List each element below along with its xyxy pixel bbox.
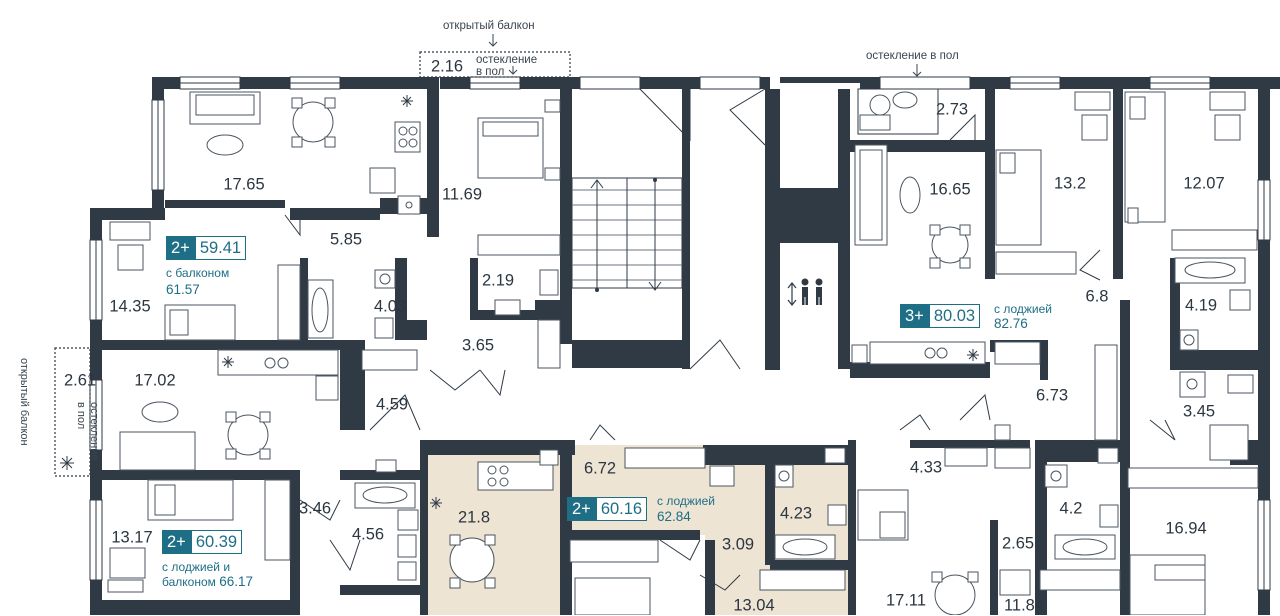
room-area-label: 14.35 (109, 297, 151, 316)
room-area-label: 2.65 (1001, 534, 1035, 553)
windows (89, 76, 1271, 591)
room-area-label: 4.2 (1059, 499, 1083, 518)
room-area-label: 21.8 (457, 508, 491, 527)
rooms-count: 2+ (567, 497, 596, 521)
floor-glazing-note: в пол (476, 66, 505, 78)
room-area-label: 17.65 (223, 175, 265, 194)
room-area-label: 11.69 (441, 185, 483, 204)
room-area-label: 2.73 (935, 100, 969, 119)
arrow-down-icon (912, 64, 922, 77)
room-area-label: 11.84 (1003, 596, 1045, 615)
interior-walls (90, 77, 1260, 615)
room-area-label: 16.65 (929, 180, 971, 199)
apartment-sub-label: с лоджией (657, 494, 715, 508)
room-area-label: 4.33 (909, 458, 943, 477)
apartment-area: 60.39 (190, 530, 243, 554)
room-area-label: 6.73 (1035, 386, 1069, 405)
apartment-sub-label: с лоджией (994, 302, 1052, 316)
open-balcony-note: открытый балкон (443, 20, 535, 32)
room-area-label: 6.8 (1085, 287, 1109, 306)
furniture (107, 91, 1259, 615)
room-area-label: 16.94 (1165, 519, 1207, 538)
room-area-label: 6.72 (583, 459, 617, 478)
room-area-label: 4.59 (375, 395, 409, 414)
room-area-label: 4.56 (351, 525, 385, 544)
open-balcony-note: открытый балкон (18, 358, 30, 446)
balconies (54, 51, 939, 477)
snowflake-icon (222, 356, 234, 368)
apartment-sub-area: 82.76 (994, 316, 1028, 331)
arrow-down-icon (508, 66, 518, 75)
apartment-area: 80.03 (928, 304, 981, 328)
room-area-label: 3.09 (721, 535, 755, 554)
apartment-sub-label-2: балконом (162, 575, 216, 589)
apartment-sub-label: балконом 66.17 (162, 574, 254, 590)
room-area-label: 13.2 (1053, 174, 1087, 193)
room-area-label: 13.17 (111, 528, 153, 547)
floor-glazing-note: остекление (88, 402, 100, 461)
room-area-label: 2.61 (63, 371, 97, 390)
room-area-label: 5.85 (329, 230, 363, 249)
snowflake-icon (401, 95, 413, 107)
room-area-label: 3.65 (461, 336, 495, 355)
snowflake-icon (967, 349, 979, 361)
apartment-sub-area: 66.17 (219, 574, 254, 589)
apartment-badge[interactable]: 2+ 59.41 (166, 236, 247, 260)
room-area-label: 13.04 (733, 596, 775, 615)
room-area-label: 3.46 (298, 499, 332, 518)
room-area-label: 4.23 (779, 504, 813, 523)
room-area-label: 17.02 (134, 371, 176, 390)
apartment-sub-area: 62.84 (657, 509, 691, 524)
apartment-badge[interactable]: 3+ 80.03 (900, 304, 981, 328)
arrow-down-icon (488, 34, 498, 47)
floor-glazing-note: остекление (476, 54, 538, 66)
apartment-sub-area: 61.57 (166, 282, 200, 297)
doors (284, 88, 1176, 591)
apartment-badge[interactable]: 2+ 60.16 (567, 497, 648, 521)
room-area-label: 2.16 (430, 57, 464, 76)
rooms-count: 3+ (900, 304, 929, 328)
apartment-area: 59.41 (194, 236, 247, 260)
floor-glazing-note: остекление в пол (866, 50, 959, 62)
apartment-sub-label: с лоджией и (162, 560, 231, 574)
snowflake-icon (430, 497, 442, 509)
rooms-count: 2+ (162, 530, 191, 554)
apartment-sub-label: с балконом (166, 266, 230, 280)
apartment-badge[interactable]: 2+ 60.39 (162, 530, 243, 554)
room-area-label: 17.11 (885, 591, 927, 610)
elevator-people-icon (787, 278, 823, 306)
room-area-label: 4.19 (1184, 296, 1218, 315)
room-area-label: 12.07 (1183, 174, 1225, 193)
apartment-area: 60.16 (595, 497, 648, 521)
room-area-label: 2.19 (481, 271, 515, 290)
floor-glazing-note: в пол (75, 402, 87, 430)
stairwell (571, 177, 683, 292)
room-area-label: 4.03 (373, 297, 407, 316)
snowflake-icon (60, 456, 74, 470)
rooms-count: 2+ (166, 236, 195, 260)
room-area-label: 3.45 (1182, 402, 1216, 421)
